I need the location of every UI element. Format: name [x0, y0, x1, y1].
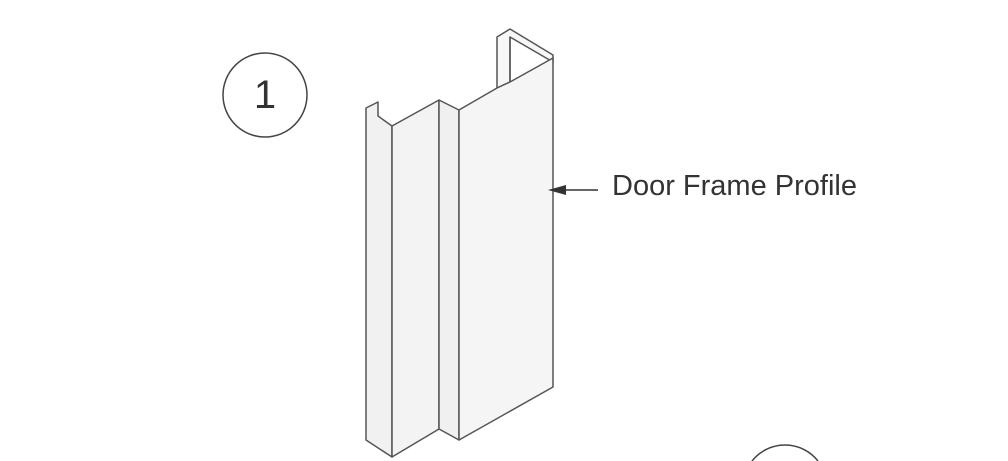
step-circle [222, 52, 308, 138]
left-lip [365, 101, 393, 458]
callout-arrow [548, 185, 598, 195]
callout-label: Door Frame Profile [612, 170, 857, 202]
left-face [391, 99, 440, 458]
next-step-circle-partial [751, 444, 819, 461]
door-frame-profile-drawing [365, 28, 554, 458]
main-face [458, 57, 554, 441]
rebate-face [438, 99, 460, 441]
step-number: 1 [253, 73, 277, 117]
